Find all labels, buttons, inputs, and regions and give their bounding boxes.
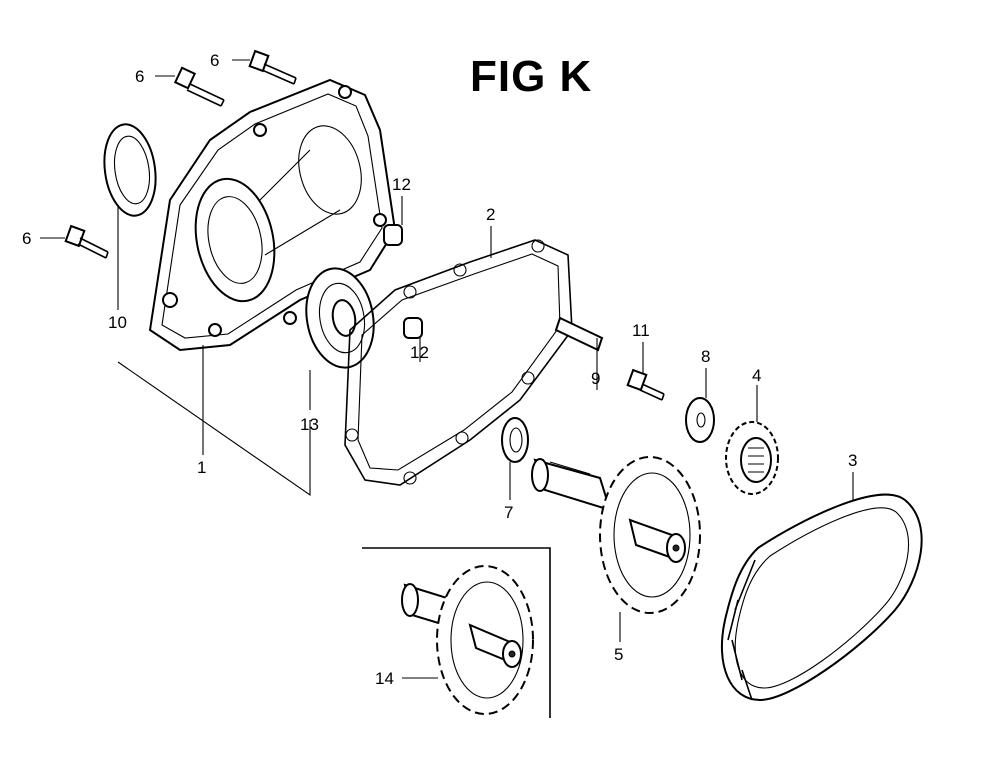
figure-title: FIG K	[470, 52, 593, 101]
part-14-inset	[362, 547, 551, 718]
callout-11: 11	[632, 321, 650, 340]
callout-2: 2	[486, 205, 495, 224]
part-8-washer	[685, 397, 715, 443]
callout-3: 3	[848, 451, 857, 470]
callout-6: 6	[22, 229, 31, 248]
callout-labels: 6 6 6 10 1 13 12 12 2 7 9 11 8 4 3 5 14	[22, 51, 857, 688]
part-12-dowel-pin-lower	[403, 317, 423, 339]
callout-5: 5	[614, 645, 623, 664]
callout-8: 8	[701, 347, 710, 366]
callout-9: 9	[591, 369, 600, 388]
part-2-gasket	[344, 239, 573, 486]
callout-12: 12	[410, 343, 429, 362]
part-7-washer	[501, 417, 529, 463]
part-11-bolt	[626, 368, 665, 401]
part-6-bolt-left	[64, 224, 109, 259]
part-6-bolt-upper-left	[173, 66, 225, 107]
part-13-bearing	[305, 267, 375, 369]
callout-1: 1	[197, 458, 206, 477]
part-10-oil-seal	[103, 123, 157, 217]
callout-7: 7	[504, 503, 513, 522]
callout-4: 4	[752, 366, 761, 385]
part-4-drive-sprocket	[725, 421, 779, 495]
callout-12: 12	[392, 175, 411, 194]
callout-10: 10	[108, 313, 127, 332]
part-6-bolt-upper-right	[248, 49, 297, 85]
callout-14: 14	[375, 669, 394, 688]
callout-6: 6	[210, 51, 219, 70]
callout-13: 13	[300, 415, 319, 434]
part-5-shaft-sprocket	[531, 456, 701, 614]
callout-6: 6	[135, 67, 144, 86]
part-9-key	[554, 316, 604, 352]
part-12-dowel-pin-upper	[383, 224, 403, 246]
leader-lines	[40, 59, 854, 679]
part-3-chain	[720, 493, 923, 702]
